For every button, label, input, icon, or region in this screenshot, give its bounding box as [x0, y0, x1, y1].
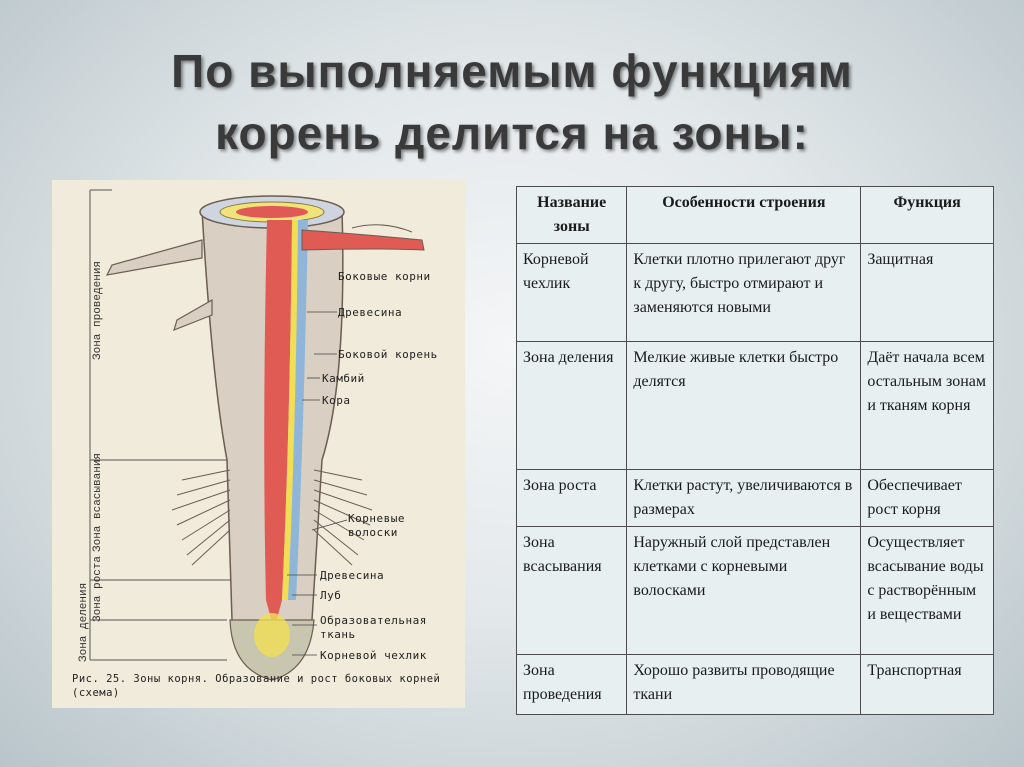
table-cell: Зона всасывания — [515, 526, 628, 655]
lateral-root-right — [301, 229, 425, 251]
callout-xylem: Древесина — [338, 306, 403, 319]
callout-lines — [287, 311, 348, 656]
zone-brackets — [89, 189, 267, 661]
title-line-2: корень делится на зоны: — [215, 107, 809, 159]
table-cell: Клетки плотно прилегают друг к другу, бы… — [626, 243, 862, 342]
table-cell: Зона проведения — [515, 654, 628, 715]
callout-lateral-root: Боковой корень — [338, 348, 438, 361]
table-cell: Наружный слой представлен клетками с кор… — [626, 526, 862, 655]
callout-lateral-roots: Боковые корни — [338, 270, 431, 283]
table-cell: Зона деления — [515, 341, 628, 470]
table-row: Зона деления Мелкие живые клетки быстро … — [515, 341, 994, 470]
table-row: Зона всасывания Наружный слой представле… — [515, 526, 994, 655]
table-row: Зона проведения Хорошо развиты проводящи… — [515, 654, 994, 715]
callout-cambium: Камбий — [322, 372, 365, 385]
callout-root-hairs-1: Корневые — [348, 512, 405, 525]
table-cell: Мелкие живые клетки быстро делятся — [626, 341, 862, 470]
xylem-strip — [264, 220, 292, 630]
table-cell: Зона роста — [515, 469, 628, 527]
callout-phloem: Луб — [320, 589, 342, 602]
zone-label-division: Зона деления — [78, 582, 90, 662]
table-cell: Осуществляет всасывание воды с растворён… — [860, 526, 994, 655]
table-cell: Клетки растут, увеличиваются в размерах — [626, 469, 862, 527]
table-row: Корневой чехлик Клетки плотно прилегают … — [515, 243, 994, 342]
callout-xylem-lower: Древесина — [320, 569, 385, 582]
zone-label-growth: Зона роста — [92, 555, 104, 622]
callout-root-hairs-2: волоски — [348, 526, 398, 539]
figure-caption: Рис. 25. Зоны корня. Образование и рост … — [72, 673, 441, 699]
zones-table: Название зоны Особенности строения Функц… — [515, 186, 994, 715]
table-cell: Корневой чехлик — [515, 243, 628, 342]
zone-label-conduction: Зона проведения — [92, 260, 104, 360]
slide-title: По выполняемым функциям корень делится н… — [0, 40, 1024, 164]
root-illustration — [89, 189, 425, 681]
callout-root-cap: Корневой чехлик — [320, 649, 427, 662]
callout-meristem-1: Образовательная — [320, 614, 427, 627]
zone-label-absorption: Зона всасывания — [92, 452, 104, 552]
table-header-row: Название зоны Особенности строения Функц… — [515, 186, 994, 244]
table-cell: Обеспечивает рост корня — [860, 469, 994, 527]
table-row: Зона роста Клетки растут, увеличиваются … — [515, 469, 994, 527]
header-structure: Особенности строения — [626, 186, 862, 244]
callout-meristem-2: ткань — [320, 628, 356, 641]
root-diagram: Зона проведения Зона всасывания Зона рос… — [52, 180, 465, 708]
table-cell: Защитная — [860, 243, 994, 342]
table-cell: Транспортная — [860, 654, 994, 715]
header-function: Функция — [860, 186, 994, 244]
header-zone-name: Название зоны — [515, 186, 628, 244]
table-cell: Хорошо развиты проводящие ткани — [626, 654, 862, 715]
title-line-1: По выполняемым функциям — [171, 45, 853, 97]
cambium-strip — [282, 220, 298, 600]
lateral-roots-left — [105, 239, 213, 332]
callout-cortex: Кора — [322, 394, 351, 407]
root-hairs — [171, 469, 373, 566]
table-cell: Даёт начала всем остальным зонам и тканя… — [860, 341, 994, 470]
phloem-strip — [288, 220, 308, 600]
